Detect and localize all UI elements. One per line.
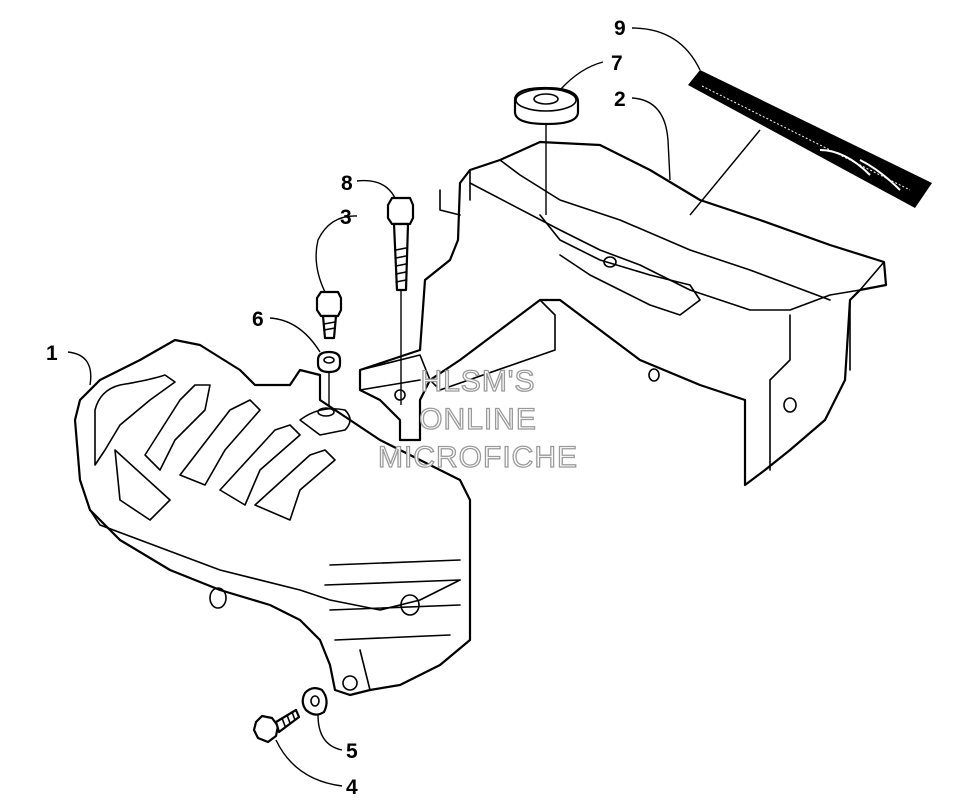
part-4-bolt (252, 708, 301, 744)
part-7-grommet (513, 86, 580, 215)
callout-leaders (67, 27, 761, 787)
callout-6: 6 (252, 308, 264, 331)
callout-7: 7 (611, 52, 623, 75)
part-6-washer (316, 350, 342, 405)
part-1-front-muffler-shield (73, 338, 472, 697)
watermark-line-2: ONLINE (419, 403, 537, 436)
callout-3: 3 (340, 206, 352, 229)
callout-2: 2 (614, 88, 626, 111)
part-2-rear-heat-shield (358, 140, 888, 487)
part-8-long-bolt (386, 196, 415, 405)
callout-labels: 1 2 3 4 5 6 7 8 9 (46, 17, 626, 799)
watermark: HLSM'S ONLINE MICROFICHE (377, 364, 578, 474)
callout-9: 9 (614, 17, 626, 40)
watermark-line-3: MICROFICHE (378, 441, 578, 474)
part-5-washer (301, 686, 328, 716)
callout-5: 5 (346, 740, 358, 763)
callout-4: 4 (346, 776, 358, 799)
part-3-short-bolt (315, 290, 343, 340)
callout-8: 8 (341, 172, 353, 195)
part-9-decal (688, 70, 932, 208)
watermark-line-1: HLSM'S (420, 365, 535, 398)
callout-1: 1 (46, 342, 58, 365)
